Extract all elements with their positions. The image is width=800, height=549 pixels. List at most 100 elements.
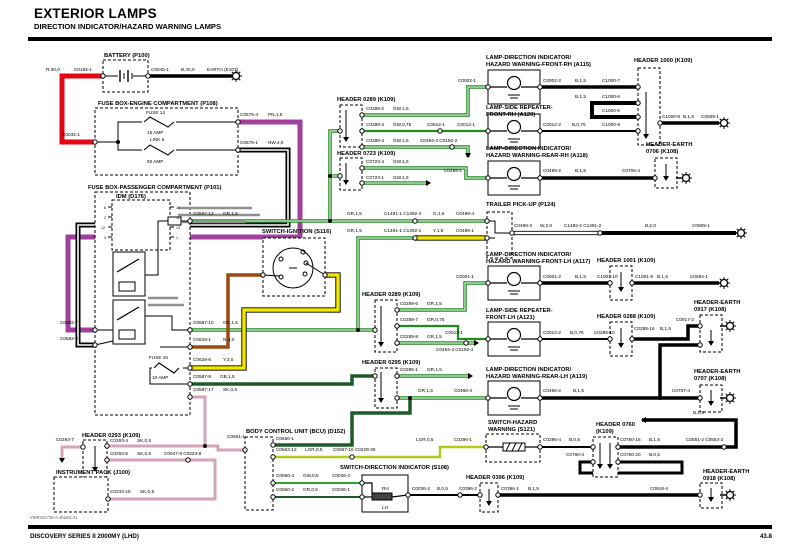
wire-core bbox=[397, 282, 488, 311]
relay-coil-2-box bbox=[118, 329, 136, 340]
wire-label: C0587-13 bbox=[193, 211, 214, 216]
component-title: HAZARD WARNING-FRONT-RH (A115) bbox=[486, 62, 591, 68]
component-title: INSTRUMENT PACK (J100) bbox=[56, 470, 130, 476]
connector-pin-icon bbox=[187, 344, 193, 350]
wire-label: C0723-4 bbox=[366, 159, 384, 164]
switch-contact-icon bbox=[272, 247, 314, 289]
connector-pin-icon bbox=[394, 340, 400, 346]
component-title: 0706 (K108) bbox=[646, 149, 678, 155]
connector-pin-icon bbox=[359, 480, 365, 486]
wire-label: B,0,5 bbox=[437, 486, 448, 491]
wire-label: B,1,5 bbox=[573, 388, 584, 393]
connector-pin-icon bbox=[337, 128, 343, 134]
wire-label: 1 bbox=[176, 236, 178, 240]
header-rule bbox=[28, 37, 772, 41]
component-title: FRONT-LH (A121) bbox=[486, 315, 535, 321]
wire-label: C0489-1 bbox=[444, 168, 462, 173]
connector-pin-icon bbox=[235, 119, 241, 125]
bulb-icon bbox=[506, 119, 522, 135]
component-title: LAMP-DIRECTION INDICATOR/ bbox=[486, 55, 572, 61]
wire-label: C0036-2 bbox=[412, 486, 430, 491]
component-title: HEADER 0293 (K109) bbox=[82, 433, 140, 439]
connector-pin-icon bbox=[635, 100, 641, 106]
earth-ray-icon bbox=[736, 235, 739, 238]
connector-pin-icon bbox=[537, 444, 543, 450]
component-title: HEADER 1000 (K109) bbox=[634, 58, 692, 64]
wire-black bbox=[117, 121, 142, 142]
wire-label: C0499-2 bbox=[543, 168, 561, 173]
wire-dgreen bbox=[273, 398, 412, 447]
bulb-icon bbox=[506, 327, 522, 343]
wire-pink bbox=[60, 445, 83, 461]
wire-label: C0012-1 bbox=[457, 122, 475, 127]
wire-label: C0499-1 bbox=[456, 228, 474, 233]
footer-model: DISCOVERY SERIES II 2000MY (LHD) bbox=[30, 533, 139, 540]
wire-label: C0660-4 bbox=[276, 473, 294, 478]
wire-label: B,0,75 bbox=[572, 122, 586, 127]
wire-label: C1001-10 bbox=[597, 274, 618, 279]
wire-label: C0628-6 bbox=[193, 357, 211, 362]
bulb-icon bbox=[506, 75, 522, 91]
wire-label: C0512-1 bbox=[427, 122, 445, 127]
wire-label: C0295-1 bbox=[400, 367, 418, 372]
earth-ray-icon bbox=[725, 400, 728, 403]
wire-black bbox=[262, 274, 281, 277]
connector-pin-icon bbox=[394, 373, 400, 379]
component-title: HEADER-EARTH bbox=[703, 469, 749, 475]
wire-label: C0288-16 bbox=[634, 326, 655, 331]
wire-label: C0013-2 bbox=[543, 330, 561, 335]
connector-pin-icon bbox=[92, 139, 98, 145]
connector-pin-icon bbox=[92, 342, 98, 348]
wire-label: C0917-4 bbox=[670, 336, 688, 341]
connector-pin-icon bbox=[629, 280, 635, 286]
component-title: HEADER 0289 (K109) bbox=[337, 97, 395, 103]
earth-ray-icon bbox=[732, 400, 735, 403]
wire-label: LINK 6 bbox=[150, 137, 165, 142]
component-title: SWITCH-IGNITION (S116) bbox=[262, 229, 331, 235]
flow-arrow-icon bbox=[663, 176, 669, 181]
bulb-icon bbox=[506, 166, 522, 182]
wire-label: C0002-1 bbox=[458, 78, 476, 83]
wire-label: C1491-1 C1492-3 bbox=[384, 211, 422, 216]
wire-label: C0396-2 bbox=[459, 486, 477, 491]
connector-pin-icon bbox=[242, 447, 248, 453]
wire-label: EARTH (E107) bbox=[207, 67, 239, 72]
earth-ray-icon bbox=[725, 497, 728, 500]
earth-ray-icon bbox=[725, 321, 728, 324]
wire-label: C0587-8 bbox=[193, 374, 211, 379]
connector-pin-icon bbox=[485, 175, 491, 181]
wire-label: B,40,0 bbox=[181, 67, 195, 72]
earth-icon bbox=[719, 118, 729, 128]
wire-label: GW,0,75 bbox=[393, 122, 412, 127]
wire-label: C0045-1 bbox=[151, 67, 169, 72]
wire-label: B,1,5 bbox=[660, 326, 671, 331]
wire-black bbox=[362, 482, 373, 493]
wire-label: W,2,0 bbox=[540, 223, 552, 228]
flow-arrow-icon bbox=[468, 373, 473, 379]
wire-green bbox=[397, 324, 488, 341]
wire-label: C0760-20 bbox=[620, 452, 641, 457]
wire-label: 6 bbox=[104, 206, 106, 210]
wire-label: B,1,5 bbox=[693, 410, 704, 415]
component-title: HEADER 0288 (K109) bbox=[597, 314, 655, 320]
wire-label: 3 bbox=[104, 236, 106, 240]
earth-ray-icon bbox=[238, 78, 241, 81]
connector-pin-icon bbox=[457, 492, 463, 498]
wire-label: C0293-4 bbox=[110, 438, 128, 443]
bulb-icon bbox=[506, 386, 522, 402]
connector-pin-icon bbox=[412, 218, 418, 224]
wire-label: GR,1,5 bbox=[427, 301, 442, 306]
connector-pin-icon bbox=[412, 235, 418, 241]
connector-pin-icon bbox=[495, 492, 501, 498]
junction-dot bbox=[116, 140, 120, 144]
wire-label: C0001-1 bbox=[456, 274, 474, 279]
connector-pin-icon bbox=[80, 444, 86, 450]
earth-ray-icon bbox=[688, 180, 691, 183]
connector-pin-icon bbox=[635, 114, 641, 120]
earth-icon bbox=[725, 393, 735, 403]
connector-pin-icon bbox=[359, 128, 365, 134]
wire-label: SK,0,5 bbox=[137, 451, 151, 456]
wire-black bbox=[578, 460, 684, 475]
wire-label: C0918-4 bbox=[650, 486, 668, 491]
flow-arrow-icon bbox=[708, 401, 714, 406]
